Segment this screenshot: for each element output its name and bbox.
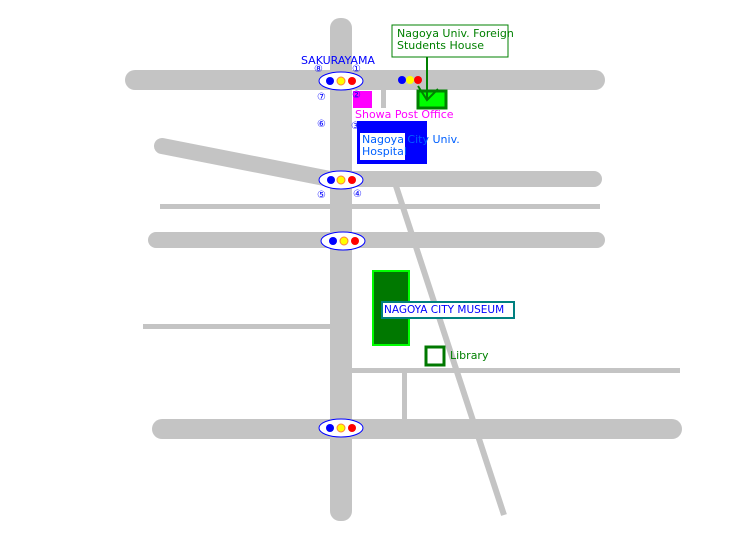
road-diagonal-west [154,138,348,189]
roads [125,18,682,521]
post-office-building [353,91,372,108]
exit-5: ⑤ [317,190,326,201]
callout-box [391,24,509,58]
hospital-label-2: Hospital [362,145,407,158]
exit-7: ⑦ [317,92,326,103]
road-thin-vertical [402,370,407,420]
library-label: Library [450,349,489,362]
road-main-vertical [330,18,352,521]
post-office-label: Showa Post Office [355,108,454,121]
library-building [424,345,446,367]
road-thin-east [352,368,680,373]
road-top [125,70,605,90]
exit-4: ④ [353,189,362,200]
museum-label-box [381,301,515,319]
exit-1: ① [352,64,361,75]
station-marker [318,418,364,438]
exit-8: ⑧ [314,64,323,75]
hospital-label-1: Nagoya City Univ. [362,133,460,146]
road-diagonal-thin [393,185,507,516]
station-marker [318,71,364,91]
road-third [148,232,605,248]
road-bottom [152,419,682,439]
station-name: SAKURAYAMA [301,54,375,67]
subway-stops [318,71,422,438]
bus-stop-dots [398,76,422,84]
exit-2: ② [352,90,361,101]
students-house-label-2: Students House [397,39,485,52]
station-marker [320,231,366,251]
exit-3: ③ [351,121,360,132]
road-second [340,171,602,187]
exit-6: ⑥ [317,119,326,130]
station-marker [318,170,364,190]
road-thin-1 [160,204,600,209]
road-stub [381,90,386,108]
museum-label: NAGOYA CITY MUSEUM [384,304,505,316]
students-house-label-1: Nagoya Univ. Foreign [397,27,514,40]
road-thin-west [143,324,331,329]
